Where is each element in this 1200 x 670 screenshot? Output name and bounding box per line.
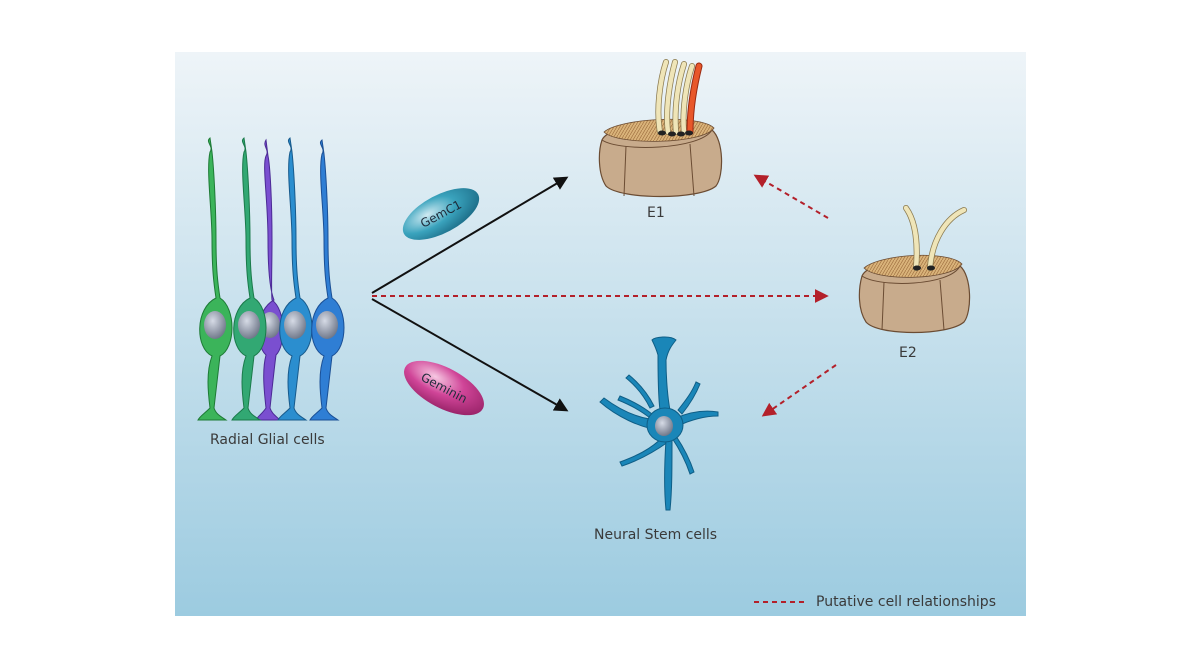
e2-label: E2 <box>899 345 917 361</box>
radial-glial-cells-illustration <box>197 137 345 421</box>
dashed-arrow-e2-to-e1 <box>753 174 829 219</box>
radial-glial-label: Radial Glial cells <box>210 432 325 448</box>
dashed-arrow-e2-to-neural-stem <box>761 364 837 417</box>
e1-label: E1 <box>647 205 665 221</box>
e1-cell-illustration <box>598 59 723 198</box>
neural-stem-cell-illustration <box>599 336 719 511</box>
e2-cell-illustration <box>858 205 971 334</box>
neural-stem-label: Neural Stem cells <box>594 527 718 543</box>
neural-stem-nucleus <box>655 416 673 436</box>
geminin-pill <box>404 360 484 416</box>
gemc1-pill <box>402 188 480 240</box>
arrow-to-neural-stem <box>371 298 569 412</box>
legend-text: Putative cell relationships <box>816 594 996 610</box>
arrow-to-e1 <box>371 176 569 294</box>
